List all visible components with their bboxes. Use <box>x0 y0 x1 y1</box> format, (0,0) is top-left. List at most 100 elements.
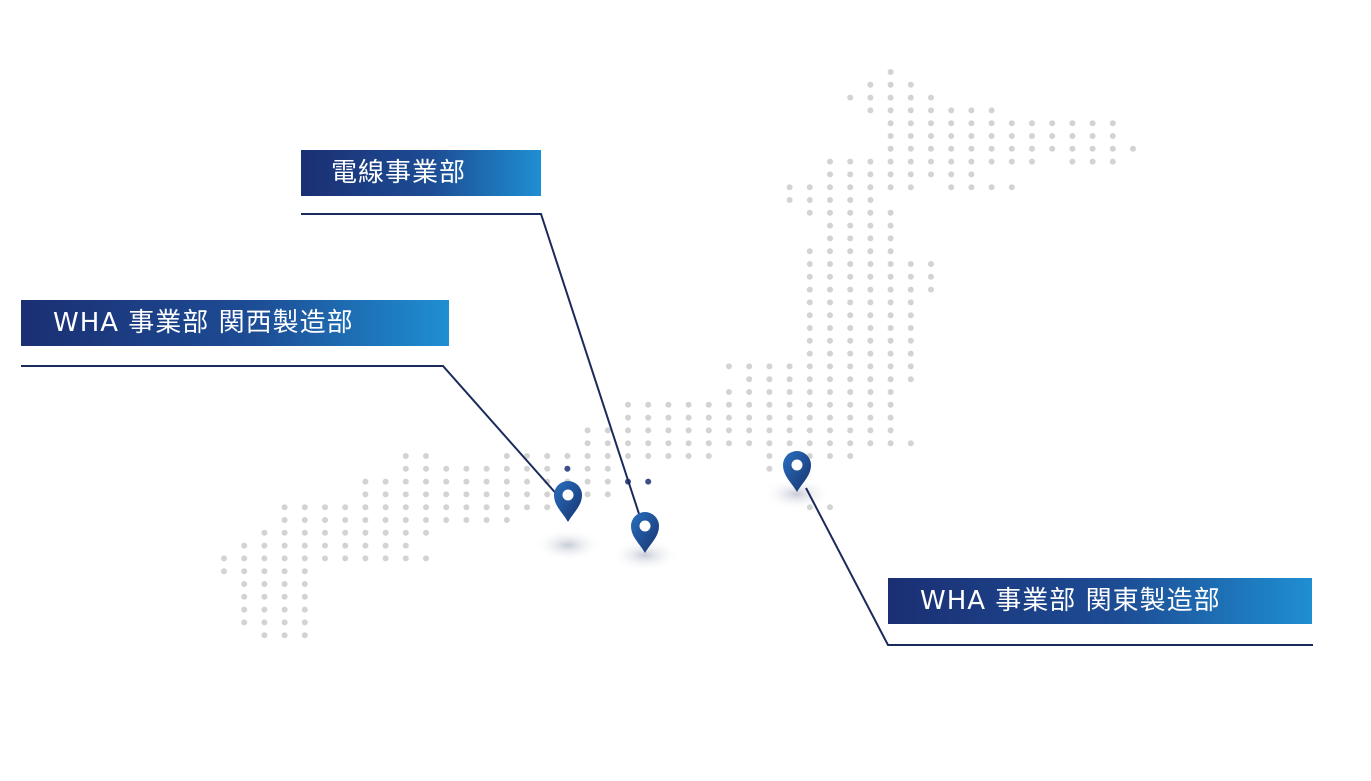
map-dot <box>827 453 833 459</box>
map-dot <box>402 465 409 472</box>
map-dot <box>241 606 248 613</box>
map-dot <box>1069 120 1076 127</box>
map-dot <box>887 376 894 383</box>
map-dot <box>847 363 854 370</box>
map-dot <box>705 401 712 408</box>
map-dot <box>928 120 934 127</box>
map-dot <box>867 299 874 306</box>
map-dot <box>847 171 854 178</box>
map-dot <box>988 158 995 165</box>
map-dot <box>806 440 813 447</box>
map-dot <box>867 312 874 319</box>
map-dot <box>625 414 631 421</box>
map-dot <box>907 184 914 191</box>
map-dot <box>928 158 934 165</box>
location-label-wha-kansai[interactable]: WHA 事業部 関西製造部 <box>21 300 449 346</box>
map-dot <box>968 107 975 114</box>
map-dot <box>402 542 409 549</box>
map-dot <box>564 453 571 459</box>
map-dot <box>1008 133 1015 139</box>
map-dot <box>746 376 753 383</box>
map-dot <box>746 440 753 447</box>
map-dot <box>806 261 813 267</box>
map-dot <box>463 517 470 523</box>
map-dot <box>423 491 429 498</box>
map-dot <box>241 581 248 587</box>
map-dot <box>443 465 450 472</box>
map-dot <box>766 440 773 447</box>
map-dot <box>665 401 672 408</box>
map-dot <box>867 286 874 293</box>
map-dot <box>281 517 288 523</box>
map-dot <box>604 440 611 447</box>
map-dot <box>382 517 389 523</box>
map-dot <box>827 286 833 293</box>
map-dot <box>544 453 551 459</box>
map-dot <box>907 312 914 319</box>
map-dot <box>483 504 490 511</box>
map-dot <box>402 555 409 562</box>
location-label-wha-kanto[interactable]: WHA 事業部 関東製造部 <box>888 578 1312 624</box>
map-dot <box>1029 158 1035 165</box>
map-dot <box>766 414 773 421</box>
map-dot <box>907 376 914 383</box>
map-pin-icon[interactable] <box>631 512 659 553</box>
map-dot <box>887 69 894 75</box>
map-dot <box>1109 158 1116 165</box>
map-dot <box>847 414 854 421</box>
map-dot <box>786 184 793 191</box>
map-dot <box>766 389 773 395</box>
map-dot <box>827 235 833 242</box>
map-dot <box>827 440 833 447</box>
map-dot <box>887 158 894 165</box>
map-dot <box>301 632 308 639</box>
map-dot <box>726 440 732 447</box>
map-dot <box>524 491 530 498</box>
map-dot <box>907 120 914 127</box>
map-dot <box>221 555 227 562</box>
map-dot <box>463 465 470 472</box>
map-dot <box>907 273 914 280</box>
map-dot <box>948 133 955 139</box>
map-pin-icon[interactable] <box>554 481 582 522</box>
map-dot <box>827 325 833 331</box>
map-dot <box>322 555 328 562</box>
map-dot <box>827 504 833 511</box>
map-dot <box>322 542 328 549</box>
map-dot <box>301 619 308 626</box>
map-dot <box>806 209 813 216</box>
leader-line-kanto <box>805 487 1313 646</box>
map-dot <box>241 542 248 549</box>
map-dot <box>604 491 611 498</box>
map-dot <box>281 581 288 587</box>
map-dot <box>342 504 349 511</box>
map-dot <box>685 440 692 447</box>
location-label-wire-division[interactable]: 電線事業部 <box>301 150 541 196</box>
map-dot <box>806 401 813 408</box>
map-dot <box>524 453 530 459</box>
map-dot <box>726 363 732 370</box>
map-dot <box>685 427 692 434</box>
map-dot <box>928 273 934 280</box>
map-dot <box>867 261 874 267</box>
map-dot <box>584 453 591 459</box>
map-dot <box>261 581 268 587</box>
map-dot <box>907 337 914 344</box>
map-dot <box>241 568 248 575</box>
map-dot <box>382 504 389 511</box>
map-dot <box>827 209 833 216</box>
map-dot <box>827 197 833 203</box>
map-dot <box>928 261 934 267</box>
map-dot <box>827 222 833 229</box>
map-dot <box>887 235 894 242</box>
map-dot <box>827 261 833 267</box>
map-dot <box>524 465 530 472</box>
map-dot <box>483 478 490 485</box>
map-dot <box>786 363 793 370</box>
map-dot <box>261 542 268 549</box>
map-dot <box>867 389 874 395</box>
map-pin-icon[interactable] <box>783 451 811 492</box>
map-dot <box>342 542 349 549</box>
map-dot <box>584 465 591 472</box>
map-dot <box>301 504 308 511</box>
